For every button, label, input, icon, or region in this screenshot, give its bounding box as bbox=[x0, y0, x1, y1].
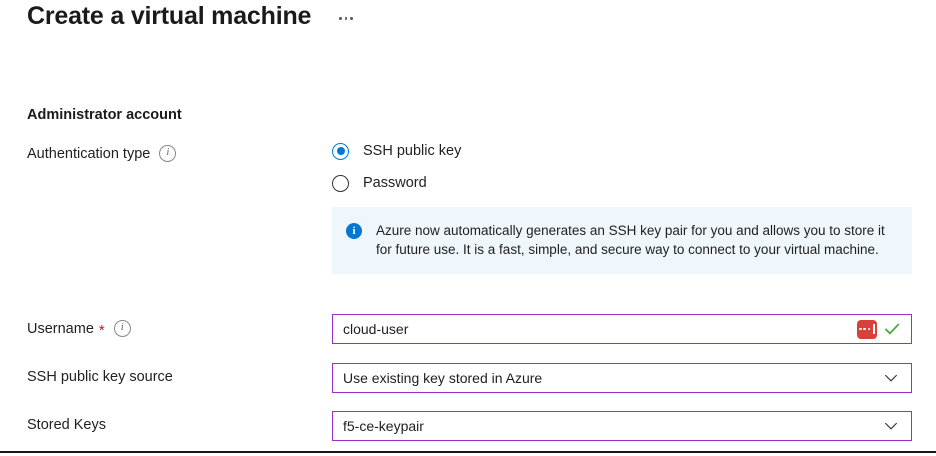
radio-label: Password bbox=[363, 175, 427, 191]
authentication-type-label: Authentication type bbox=[27, 145, 177, 162]
chevron-down-icon bbox=[885, 374, 897, 382]
radio-ssh-public-key[interactable]: SSH public key bbox=[332, 138, 461, 164]
section-heading-administrator-account: Administrator account bbox=[27, 107, 182, 123]
ellipsis-dot bbox=[350, 17, 353, 20]
ssh-public-key-source-dropdown[interactable]: Use existing key stored in Azure bbox=[332, 363, 912, 393]
password-manager-icon[interactable] bbox=[857, 319, 877, 339]
stored-keys-value: f5-ce-keypair bbox=[343, 418, 424, 434]
autofill-dot bbox=[859, 327, 862, 331]
radio-mark-selected-icon bbox=[332, 142, 349, 160]
footer-divider bbox=[0, 451, 936, 453]
stored-keys-label-text: Stored Keys bbox=[27, 417, 106, 433]
ellipsis-horizontal-icon[interactable] bbox=[337, 11, 355, 22]
page-header: Create a virtual machine bbox=[27, 2, 355, 31]
checkmark-icon bbox=[885, 323, 900, 335]
autofill-caret bbox=[873, 324, 875, 334]
stored-keys-dropdown[interactable]: f5-ce-keypair bbox=[332, 411, 912, 441]
stored-keys-label: Stored Keys bbox=[27, 417, 106, 433]
radio-mark-icon bbox=[332, 174, 349, 192]
ellipsis-dot bbox=[344, 17, 348, 20]
username-label: Username * bbox=[27, 320, 131, 339]
chevron-down-icon bbox=[885, 422, 897, 430]
authentication-type-radio-group: SSH public key Password bbox=[332, 138, 461, 202]
ssh-public-key-source-label: SSH public key source bbox=[27, 369, 173, 385]
username-label-text: Username bbox=[27, 320, 94, 337]
authentication-type-label-text: Authentication type bbox=[27, 145, 151, 162]
radio-label: SSH public key bbox=[363, 143, 462, 159]
info-outline-icon[interactable] bbox=[159, 145, 177, 162]
username-input[interactable]: cloud-user bbox=[332, 314, 912, 344]
username-input-value: cloud-user bbox=[343, 321, 409, 337]
page-title: Create a virtual machine bbox=[27, 2, 312, 30]
autofill-dot bbox=[863, 327, 866, 331]
ssh-public-key-source-label-text: SSH public key source bbox=[27, 369, 173, 385]
ssh-info-banner-text: Azure now automatically generates an SSH… bbox=[376, 223, 885, 257]
info-outline-icon[interactable] bbox=[113, 320, 131, 337]
ssh-info-banner: Azure now automatically generates an SSH… bbox=[332, 207, 912, 274]
ellipsis-dot bbox=[339, 17, 342, 20]
required-asterisk: * bbox=[98, 322, 105, 339]
ssh-public-key-source-value: Use existing key stored in Azure bbox=[343, 370, 543, 386]
info-filled-icon bbox=[346, 223, 362, 239]
radio-password[interactable]: Password bbox=[332, 170, 461, 196]
autofill-dot bbox=[867, 327, 871, 331]
